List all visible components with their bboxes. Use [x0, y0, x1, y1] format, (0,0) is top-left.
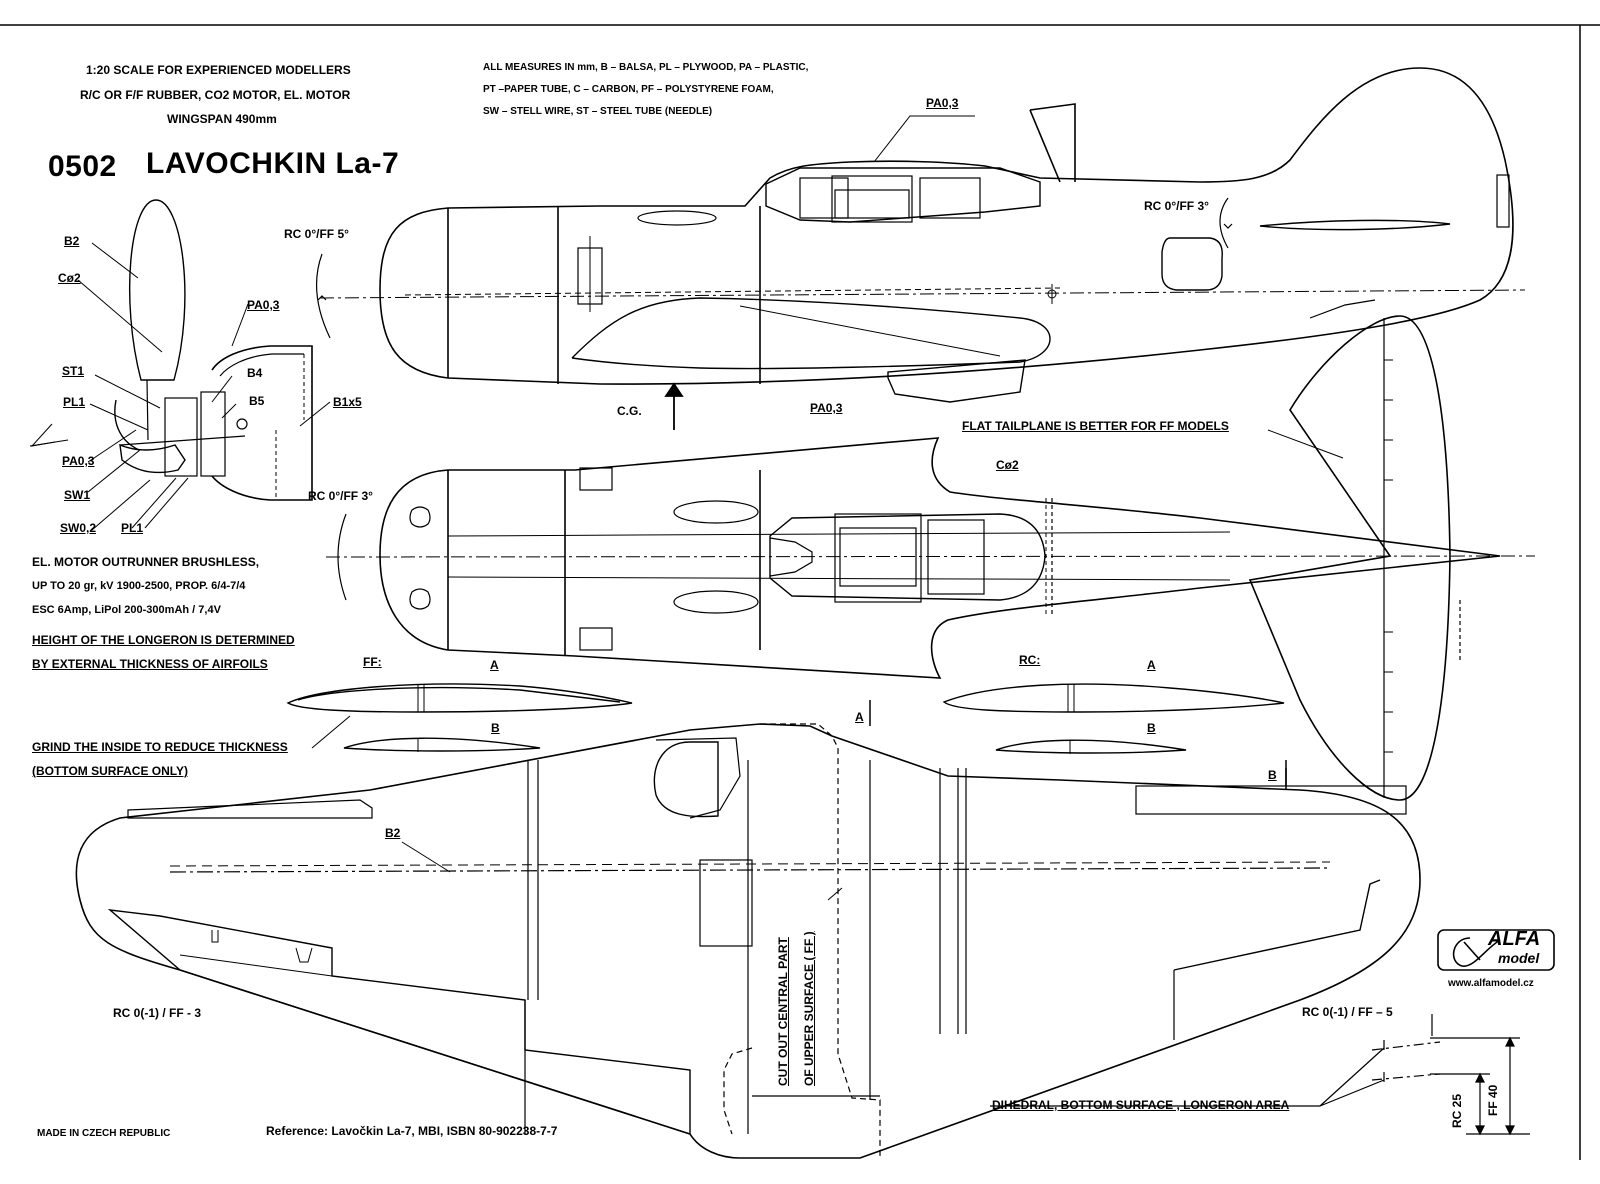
- part-pa03-label: PA0,3: [247, 298, 280, 312]
- rc-airfoil-label: RC:: [1019, 653, 1041, 667]
- made-in-label: MADE IN CZECH REPUBLIC: [37, 1128, 171, 1139]
- incidence-arcs: [315, 197, 1233, 339]
- brand-name: ALFA: [1488, 928, 1541, 950]
- top-c2-label: Cø2: [996, 458, 1019, 472]
- dihedral-diagram: [990, 1014, 1530, 1136]
- ff-section-b-label: B: [491, 721, 500, 735]
- part-b1x5-label: B1x5: [333, 395, 362, 409]
- motor-note-2: UP TO 20 gr, kV 1900-2500, PROP. 6/4-7/4: [32, 580, 246, 592]
- dihedral-note: DIHEDRAL, BOTTOM SURFACE , LONGERON AREA: [992, 1098, 1290, 1112]
- part-c2-label: Cø2: [58, 271, 81, 285]
- top-front-incidence: RC 0°/FF 3°: [308, 489, 373, 503]
- wing-planform: [75, 723, 1421, 1159]
- part-pl1-low-label: PL1: [121, 521, 144, 535]
- part-pl1-top-label: PL1: [63, 395, 86, 409]
- part-st1-label: ST1: [62, 364, 85, 378]
- ff-dihedral-dimension: FF 40: [1486, 1084, 1500, 1116]
- tailplane-note: FLAT TAILPLANE IS BETTER FOR FF MODELS: [962, 419, 1229, 433]
- part-sw1-label: SW1: [64, 488, 91, 502]
- rc-dihedral-dimension: RC 25: [1450, 1093, 1464, 1128]
- cg-label: C.G.: [617, 404, 642, 418]
- longeron-note-1: HEIGHT OF THE LONGERON IS DETERMINED: [32, 633, 295, 647]
- side-front-incidence: RC 0°/FF 5°: [284, 227, 349, 241]
- side-tail-incidence: RC 0°/FF 3°: [1144, 199, 1209, 213]
- grind-note-1: GRIND THE INSIDE TO REDUCE THICKNESS: [32, 740, 288, 754]
- part-b2-label: B2: [64, 234, 80, 248]
- wing-spar-label: B2: [385, 826, 401, 840]
- rc-section-a-label: A: [1147, 658, 1156, 672]
- motor-note-3: ESC 6Amp, LiPol 200-300mAh / 7,4V: [32, 604, 221, 616]
- legend-line-1: ALL MEASURES IN mm, B – BALSA, PL – PLYW…: [483, 62, 809, 73]
- scale-line: 1:20 SCALE FOR EXPERIENCED MODELLERS: [86, 63, 351, 77]
- ff-section-a-label: A: [490, 658, 499, 672]
- top-view-fuselage: [325, 437, 1536, 679]
- motor-note-1: EL. MOTOR OUTRUNNER BRUSHLESS,: [32, 555, 260, 569]
- power-line: R/C OR F/F RUBBER, CO2 MOTOR, EL. MOTOR: [80, 88, 351, 102]
- side-view-fuselage: [319, 67, 1526, 403]
- wing-section-a-marker: A: [855, 710, 864, 724]
- part-b5-label: B5: [249, 394, 265, 408]
- nose-detail: [29, 199, 331, 531]
- airfoils: [286, 683, 1287, 786]
- canopy-material-label: PA0,3: [926, 96, 959, 110]
- legend-line-2: PT –PAPER TUBE, C – CARBON, PF – POLYSTY…: [483, 84, 774, 95]
- reference-label: Reference: Lavočkin La-7, MBI, ISBN 80-9…: [266, 1124, 558, 1138]
- part-pa03-low-label: PA0,3: [62, 454, 95, 468]
- ff-airfoil-label: FF:: [363, 655, 382, 669]
- grind-note-2: (BOTTOM SURFACE ONLY): [32, 764, 189, 778]
- alfa-logo-icon: [1437, 929, 1555, 971]
- left-aileron-incidence: RC 0(-1) / FF - 3: [113, 1006, 202, 1020]
- tailplane: [1248, 315, 1461, 801]
- longeron-note-2: BY EXTERNAL THICKNESS OF AIRFOILS: [32, 657, 268, 671]
- belly-material-label: PA0,3: [810, 401, 843, 415]
- cut-out-note-1: CUT OUT CENTRAL PART: [776, 937, 790, 1086]
- cg-arrow: [664, 382, 684, 430]
- cut-out-note-2: OF UPPER SURFACE ( FF ): [802, 931, 816, 1086]
- plan-number: 0502: [48, 150, 117, 183]
- brand-sub: model: [1498, 950, 1540, 966]
- part-b4-label: B4: [247, 366, 263, 380]
- rc-section-b-label: B: [1147, 721, 1156, 735]
- part-sw02-label: SW0,2: [60, 521, 97, 535]
- plan-title: LAVOCHKIN La-7: [146, 147, 400, 180]
- wingspan-line: WINGSPAN 490mm: [167, 112, 277, 126]
- legend-line-3: SW – STELL WIRE, ST – STEEL TUBE (NEEDLE…: [483, 106, 713, 117]
- right-aileron-incidence: RC 0(-1) / FF – 5: [1302, 1005, 1393, 1019]
- brand-url: www.alfamodel.cz: [1448, 978, 1534, 989]
- wing-section-b-marker: B: [1268, 768, 1277, 782]
